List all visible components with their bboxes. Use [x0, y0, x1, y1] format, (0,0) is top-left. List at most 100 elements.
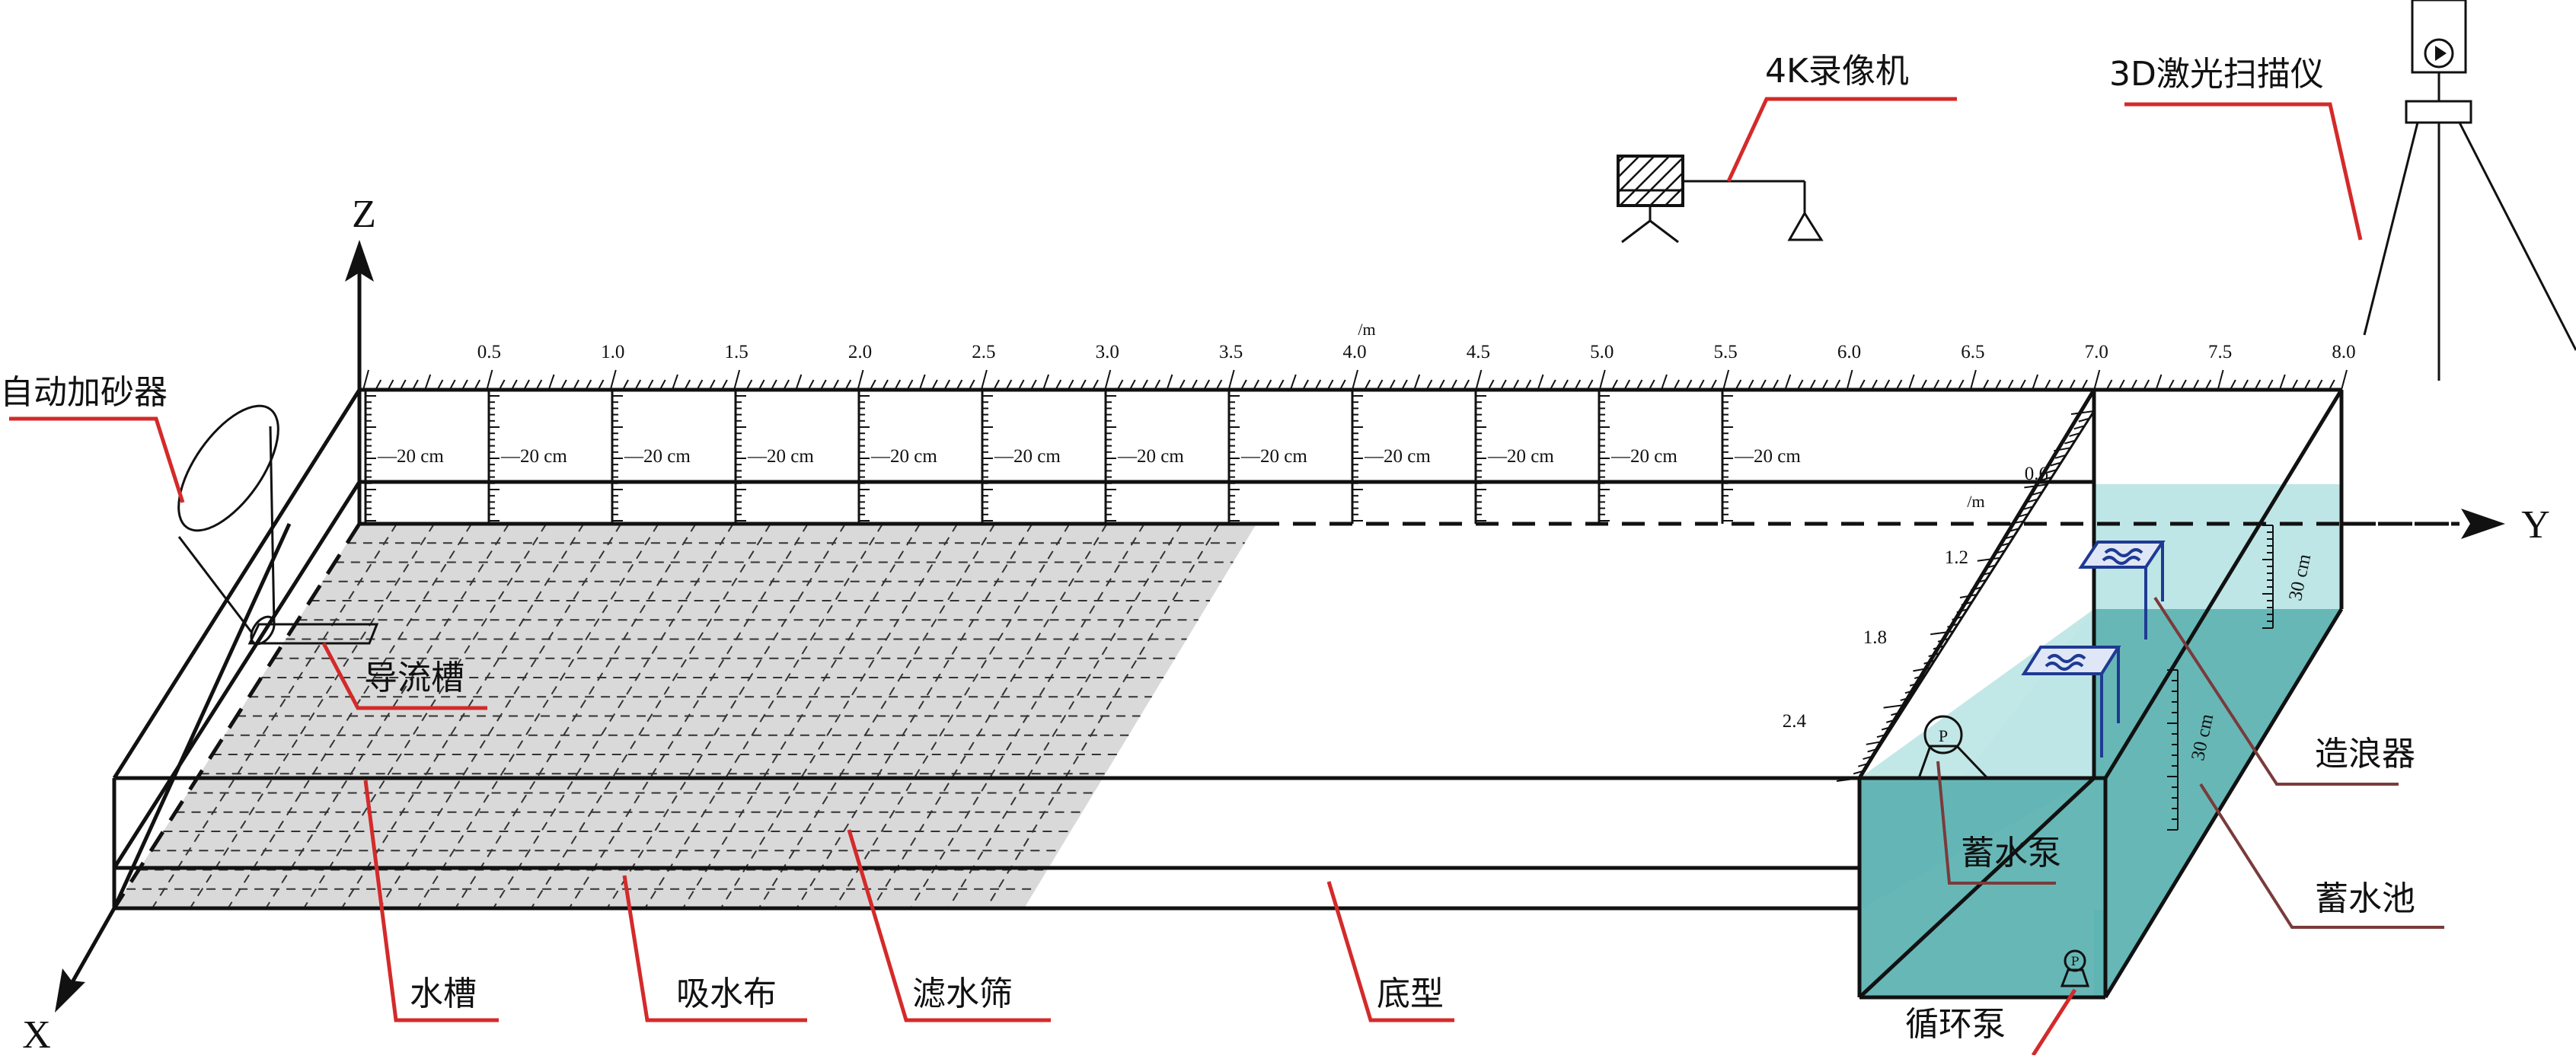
- top-ruler-tick: [1945, 379, 1952, 391]
- side-ruler: 0.61.21.82.4: [1783, 410, 2096, 782]
- top-ruler-tick: [2006, 379, 2014, 391]
- top-ruler-tick: [2167, 379, 2175, 391]
- top-ruler-tick: [1994, 379, 2002, 391]
- wave-maker-front: [2021, 646, 2121, 758]
- top-ruler-tick: [745, 379, 753, 391]
- top-ruler-tick: [906, 379, 914, 391]
- leader-camera: [1726, 97, 1957, 183]
- top-ruler-tick: [783, 379, 790, 391]
- label-filter: 滤水筛: [912, 974, 1013, 1013]
- reservoir-water-dark-side: [2094, 609, 2341, 997]
- storage-pump: P: [1917, 715, 1990, 780]
- side-ruler-label: 2.4: [1783, 711, 1807, 732]
- reservoir-base-edge: [2103, 608, 2344, 999]
- wave-maker-back: [2078, 541, 2166, 640]
- top-ruler-tick: [2192, 379, 2200, 391]
- top-ruler-tick: [1092, 379, 1099, 391]
- top-ruler-tick: [1907, 374, 1915, 391]
- scale-post-label: —20 cm: [624, 446, 691, 467]
- top-ruler-tick: [560, 379, 567, 391]
- top-ruler-tick: [2180, 379, 2187, 391]
- side-ruler-tick: [1913, 667, 1930, 672]
- top-ruler-tick: [1549, 379, 1556, 391]
- top-ruler-tick: [1438, 379, 1445, 391]
- top-ruler-tick: [1735, 379, 1742, 391]
- top-ruler-tick: [956, 379, 963, 391]
- side-ruler-tick: [1975, 579, 1987, 584]
- top-ruler-tick: [2118, 379, 2125, 391]
- side-ruler-tick: [1886, 718, 1898, 723]
- side-ruler-tick: [1930, 630, 1954, 636]
- side-ruler-tick: [1858, 762, 1869, 767]
- side-ruler-tick: [2073, 425, 2085, 430]
- top-ruler-tick: [1957, 379, 1965, 391]
- leader-sand-adder: [9, 416, 185, 503]
- top-ruler-tick: [1821, 379, 1828, 391]
- top-ruler-tick: [535, 379, 543, 391]
- top-ruler-tick: [832, 379, 839, 391]
- side-ruler-unit: /m: [1967, 492, 1984, 511]
- side-ruler-tick: [2022, 506, 2034, 511]
- top-ruler-tick: [1067, 379, 1074, 391]
- flume-left-top-edge: [112, 388, 362, 780]
- side-ruler-tick: [1904, 689, 1917, 694]
- top-ruler-tick: [733, 369, 741, 391]
- top-ruler-tick: [375, 379, 382, 391]
- top-ruler-tick: [1796, 379, 1804, 391]
- top-ruler-tick: [2143, 379, 2150, 391]
- top-ruler-tick: [2155, 374, 2163, 391]
- top-ruler-tick: [943, 379, 951, 391]
- top-ruler-tick: [1586, 379, 1594, 391]
- flume-left-inner-edge: [112, 522, 292, 910]
- top-ruler-tick: [1475, 369, 1483, 391]
- top-ruler-label: 6.0: [1837, 342, 1861, 362]
- top-ruler-tick: [1104, 369, 1112, 391]
- top-ruler-tick: [684, 379, 691, 391]
- top-ruler-tick: [980, 369, 988, 391]
- scale-post-label: —20 cm: [377, 446, 444, 467]
- top-ruler-tick: [1401, 379, 1408, 391]
- top-ruler-tick: [510, 379, 518, 391]
- side-ruler-tick: [2017, 512, 2029, 518]
- z-axis-arrow: [345, 240, 374, 282]
- top-ruler-tick: [918, 374, 926, 391]
- top-ruler-tick: [1685, 379, 1693, 391]
- side-ruler-tick: [2024, 483, 2048, 489]
- top-ruler-tick: [474, 379, 481, 391]
- top-ruler-tick: [2105, 379, 2113, 391]
- top-ruler-tick: [1697, 379, 1705, 391]
- side-ruler-tick: [1914, 675, 1926, 680]
- grid-line-long: [606, 523, 846, 909]
- side-ruler-tick: [1891, 711, 1902, 716]
- side-ruler-tick: [2054, 454, 2067, 459]
- top-ruler-tick: [622, 379, 629, 391]
- grid-line-long: [530, 523, 771, 909]
- side-ruler-tick: [2054, 447, 2071, 452]
- scale-post-label: —20 cm: [1610, 446, 1677, 467]
- side-ruler-tick: [1900, 696, 1912, 701]
- top-ruler-tick: [1154, 379, 1161, 391]
- sand-bed-grid: [126, 523, 1245, 909]
- top-ruler-tick: [1598, 369, 1606, 391]
- leader-reservoir: [2199, 783, 2444, 929]
- top-ruler-label: 3.0: [1096, 342, 1119, 362]
- leader-flume: [363, 780, 499, 1022]
- top-ruler-tick: [2242, 379, 2249, 391]
- top-ruler-tick: [1883, 379, 1891, 391]
- grid-line-long: [303, 523, 547, 909]
- top-ruler-tick: [2341, 369, 2348, 391]
- side-ruler-tick: [2006, 520, 2024, 525]
- flume-left-base-edge: [112, 522, 362, 910]
- top-ruler-tick: [882, 379, 889, 391]
- top-ruler-tick: [646, 379, 654, 391]
- top-ruler-tick: [412, 379, 419, 391]
- side-ruler-tick: [2069, 432, 2080, 437]
- top-ruler-tick: [1710, 379, 1717, 391]
- side-ruler-tick: [2008, 528, 2019, 533]
- top-ruler-tick: [1141, 379, 1148, 391]
- top-ruler-tick: [931, 379, 938, 391]
- top-ruler-tick: [1920, 379, 1927, 391]
- top-ruler-tick: [1326, 379, 1334, 391]
- grid-line-long: [417, 523, 659, 909]
- top-ruler-tick: [1314, 379, 1322, 391]
